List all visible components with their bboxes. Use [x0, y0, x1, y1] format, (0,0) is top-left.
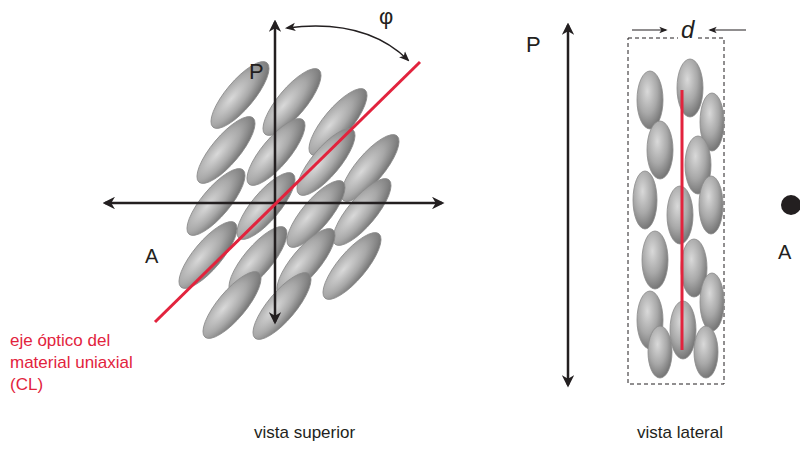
polarizer-label: P — [526, 32, 541, 57]
optic-axis-label: eje óptico del material uniaxial (CL) — [10, 330, 160, 396]
lc-molecules-side — [633, 59, 724, 378]
polarizer-label: P — [249, 59, 264, 84]
analyzer-label: A — [778, 241, 791, 264]
angle-arc — [287, 26, 408, 60]
analyzer-dot — [781, 195, 800, 215]
thickness-label: d — [678, 16, 697, 44]
analyzer-label: A — [145, 245, 158, 268]
view-caption: vista lateral — [637, 423, 723, 443]
polarizer-axis — [567, 25, 570, 385]
cell-outline — [628, 38, 724, 384]
polarizer-axis — [274, 22, 277, 322]
optic-axis — [155, 62, 420, 322]
dimension-arrow — [632, 29, 666, 30]
dimension-arrow — [710, 29, 746, 30]
lc-molecules-top — [170, 54, 407, 347]
view-caption: vista superior — [254, 423, 355, 443]
angle-symbol: φ — [379, 4, 393, 29]
optic-axis — [681, 90, 684, 350]
